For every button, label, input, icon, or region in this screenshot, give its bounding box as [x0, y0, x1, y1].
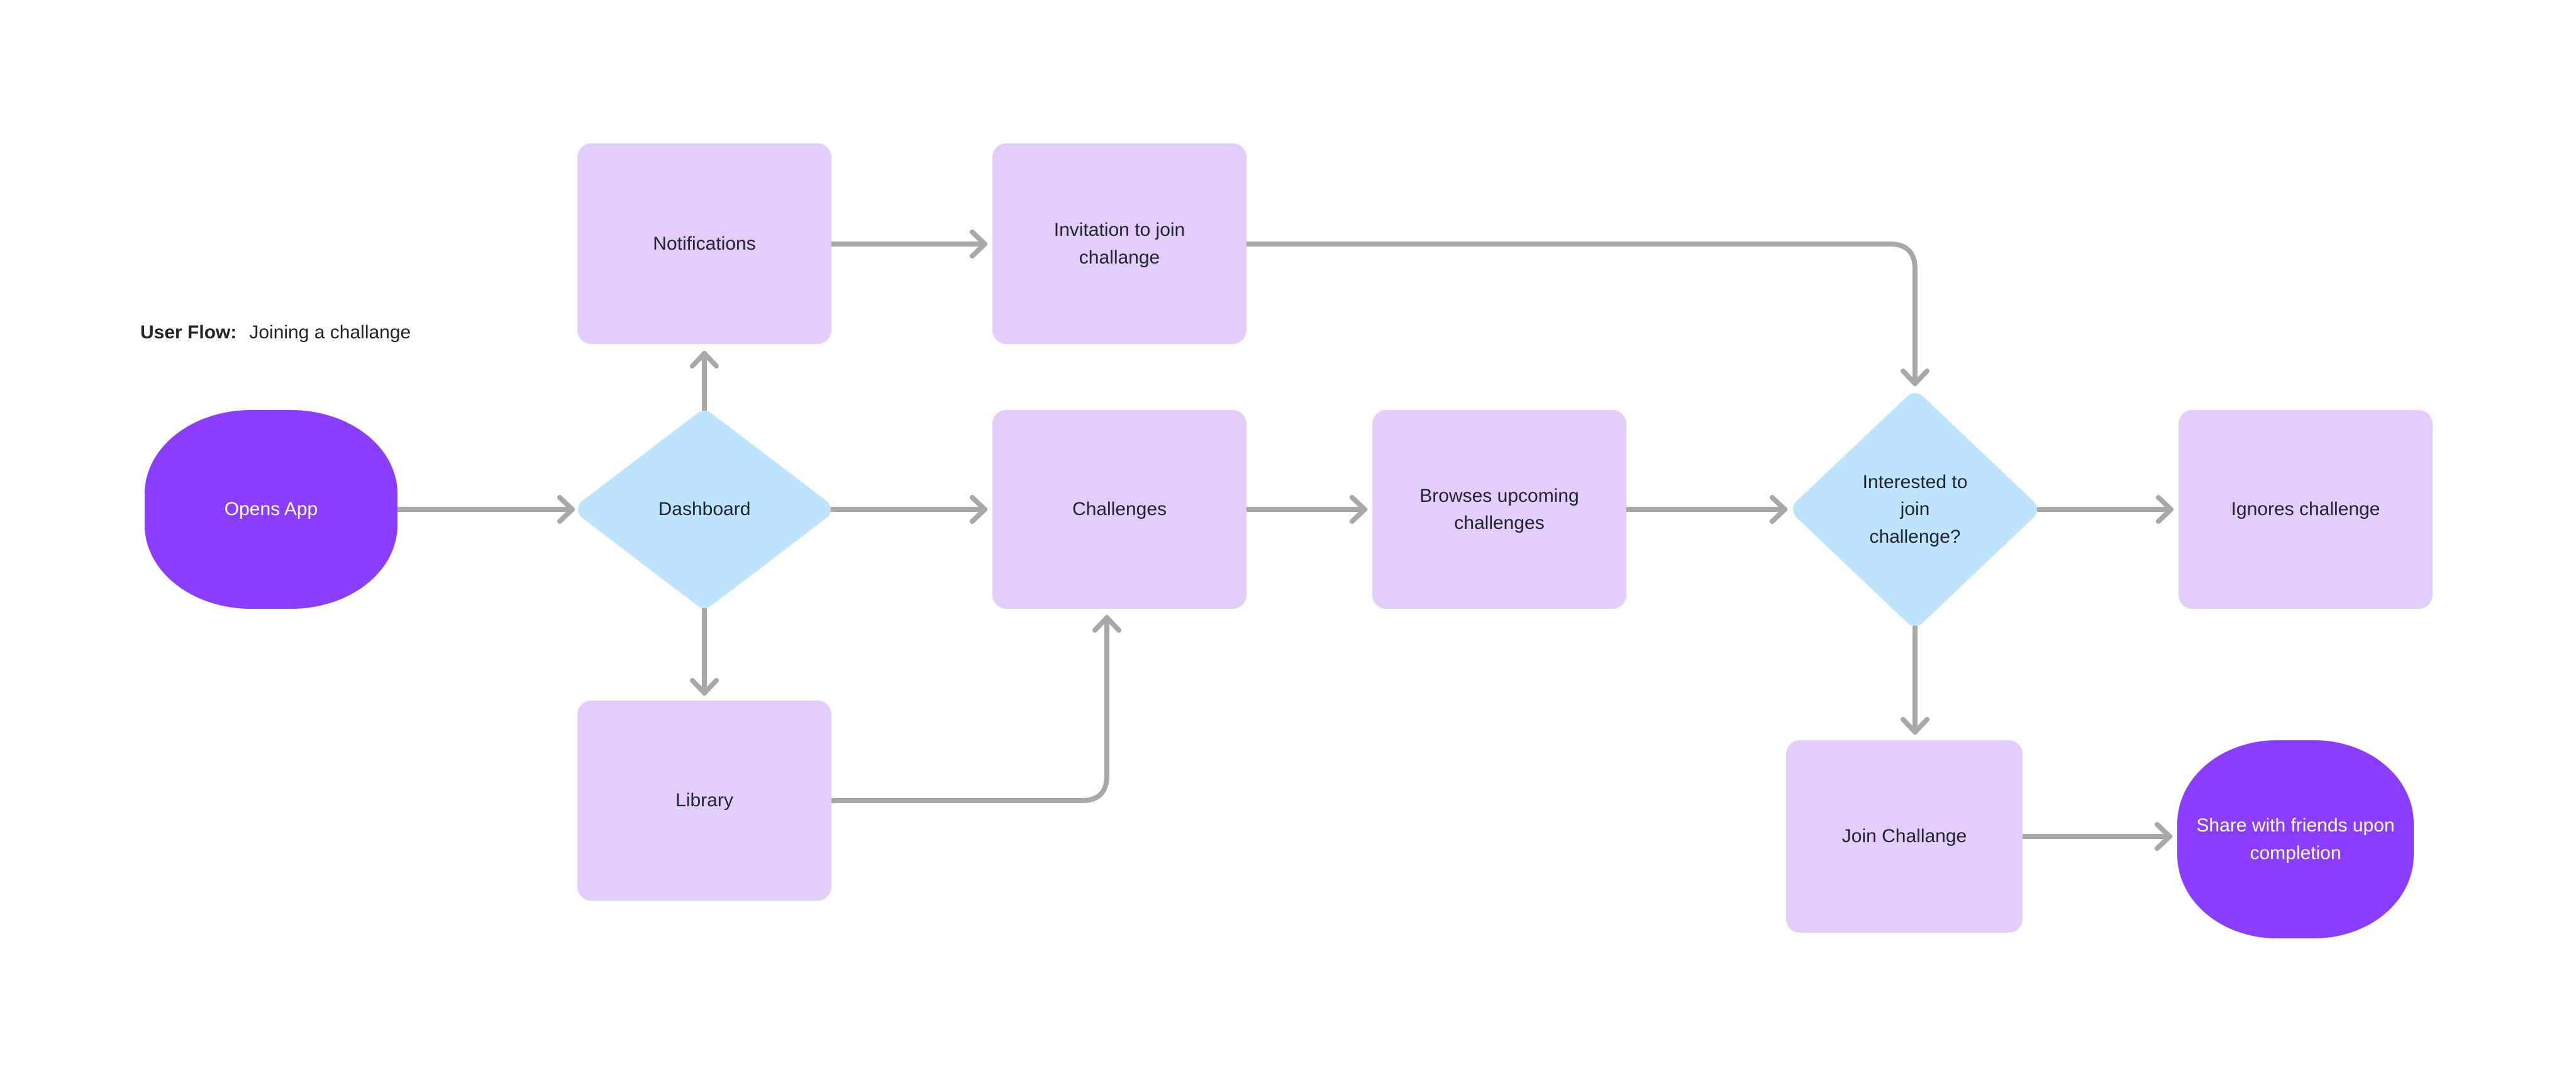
edge-invitation-to-interested	[1244, 242, 1929, 386]
node-interested-to-join-decision[interactable]: Interested to join challenge?	[1792, 392, 2038, 627]
node-share-label: Share with friends upon completion	[2196, 815, 2395, 864]
node-notifications-label: Notifications	[653, 233, 756, 254]
diamond-shape-icon	[578, 411, 831, 608]
node-invitation-label: Invitation to join challange	[1053, 219, 1185, 268]
node-dashboard-decision[interactable]: Dashboard	[577, 410, 831, 609]
node-library-label: Library	[675, 790, 733, 811]
node-join-label: Join Challange	[1841, 826, 1967, 847]
node-invitation-to-join-challange[interactable]: Invitation to join challange	[992, 143, 1246, 344]
node-opens-app-label: Opens App	[224, 499, 318, 520]
diamond-shape-icon	[1793, 393, 2037, 626]
node-challenges-label: Challenges	[1072, 499, 1167, 520]
node-browses-label: Browses upcoming challenges	[1419, 485, 1579, 534]
diagram-title: User Flow: Joining a challange	[140, 322, 411, 343]
node-browses-upcoming-challenges[interactable]: Browses upcoming challenges	[1372, 410, 1626, 609]
diagram-title-value: Joining a challange	[249, 322, 411, 343]
diagram-title-label: User Flow:	[140, 322, 237, 343]
node-join-challange[interactable]: Join Challange	[1786, 740, 2023, 933]
node-opens-app[interactable]: Opens App	[145, 410, 397, 609]
node-dashboard-label: Dashboard	[658, 499, 751, 520]
edge-library-to-challenges	[829, 615, 1121, 803]
node-ignores-challenge[interactable]: Ignores challenge	[2179, 410, 2433, 609]
node-share-with-friends[interactable]: Share with friends upon completion	[2177, 740, 2414, 938]
node-interested-label: Interested to join challenge?	[1862, 471, 1968, 547]
node-challenges[interactable]: Challenges	[992, 410, 1246, 609]
node-notifications[interactable]: Notifications	[577, 143, 831, 344]
node-library[interactable]: Library	[577, 701, 831, 901]
node-ignores-label: Ignores challenge	[2231, 499, 2380, 520]
